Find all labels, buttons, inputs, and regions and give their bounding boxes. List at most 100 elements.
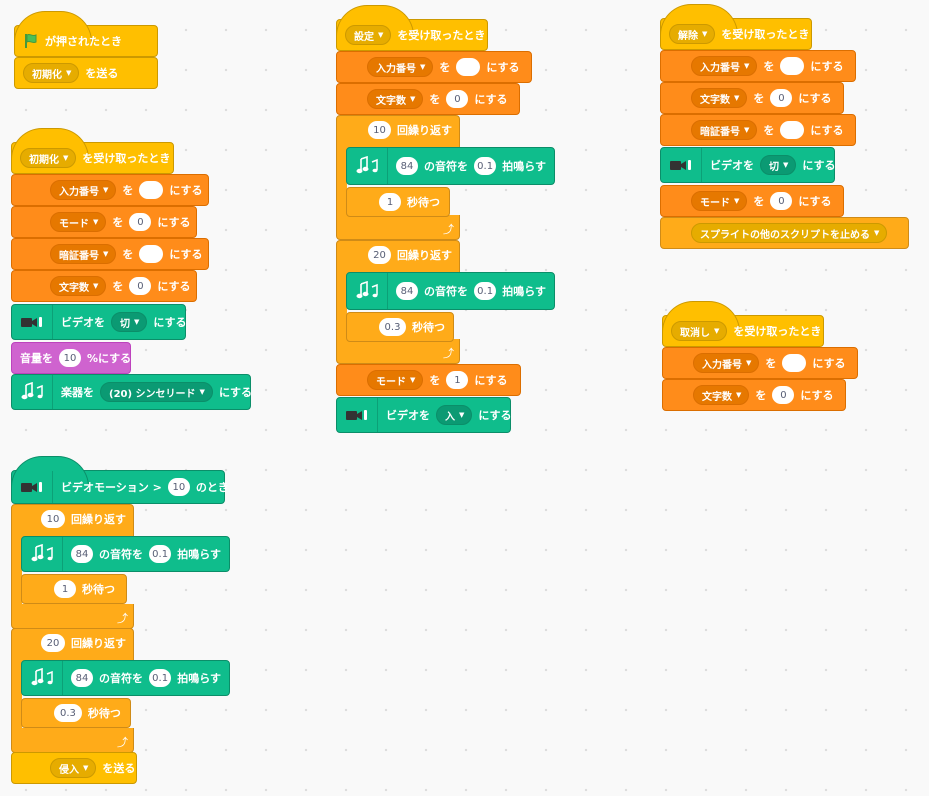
variable-dropdown[interactable]: 文字数▼	[50, 276, 107, 296]
value-input[interactable]	[780, 121, 805, 139]
wait-seconds-input[interactable]: 1	[379, 193, 401, 211]
set-variable-block[interactable]: 文字数▼ を 0 にする	[662, 379, 846, 411]
volume-input[interactable]: 10	[59, 349, 81, 367]
note-input[interactable]: 84	[71, 669, 93, 687]
turn-video-block[interactable]: ビデオを 入▼ にする	[336, 397, 512, 433]
when-flag-clicked-hat[interactable]: が押されたとき	[14, 11, 158, 57]
wait-seconds-input[interactable]: 1	[54, 580, 76, 598]
wait-seconds-input[interactable]: 0.3	[54, 704, 82, 722]
note-input[interactable]: 84	[396, 282, 418, 300]
play-note-block[interactable]: 84 の音符を 0.1 拍鳴らす	[21, 660, 230, 696]
wait-seconds-input[interactable]: 0.3	[379, 318, 406, 336]
broadcast-block[interactable]: 初期化▼ を送る	[14, 57, 158, 89]
when-receive-cancel-hat[interactable]: 取消し▼ を受け取ったとき	[662, 301, 824, 347]
set-variable-block[interactable]: 文字数▼ を 0 にする	[660, 82, 844, 114]
motion-threshold-input[interactable]: 10	[167, 478, 190, 496]
variable-dropdown[interactable]: 暗証番号▼	[691, 120, 758, 140]
value-input[interactable]	[782, 354, 807, 372]
value-input[interactable]: 0	[129, 213, 152, 231]
repeat-header[interactable]: 20 回繰り返す	[11, 628, 134, 658]
dropdown-caret-icon: ▼	[702, 30, 708, 38]
set-instrument-block[interactable]: 楽器を (20) シンセリード▼ にする	[11, 374, 252, 410]
value-input[interactable]	[139, 245, 164, 263]
value-input[interactable]	[780, 57, 805, 75]
when-receive-init-hat[interactable]: 初期化▼ を受け取ったとき	[11, 128, 174, 174]
repeat-count-input[interactable]: 10	[41, 510, 65, 528]
dropdown-caret-icon: ▼	[746, 359, 752, 367]
repeat-count-input[interactable]: 10	[368, 121, 391, 139]
repeat-header[interactable]: 10 回繰り返す	[11, 504, 134, 534]
video-state-dropdown[interactable]: 切▼	[760, 155, 797, 175]
message-dropdown[interactable]: 解除▼	[669, 24, 716, 44]
variable-dropdown[interactable]: 入力番号▼	[693, 353, 760, 373]
beats-input[interactable]: 0.1	[474, 157, 497, 175]
set-variable-block[interactable]: 入力番号▼ を にする	[336, 51, 532, 83]
wait-block[interactable]: 0.3 秒待つ	[21, 698, 131, 728]
message-dropdown[interactable]: 設定▼	[345, 25, 392, 45]
play-note-block[interactable]: 84 の音符を 0.1 拍鳴らす	[21, 536, 230, 572]
when-video-motion-hat[interactable]: ビデオモーション > 10 のとき	[11, 456, 229, 504]
variable-dropdown[interactable]: 文字数▼	[693, 385, 750, 405]
variable-dropdown[interactable]: 暗証番号▼	[50, 244, 117, 264]
value-input[interactable]: 1	[446, 371, 469, 389]
set-variable-block[interactable]: 入力番号▼ を にする	[662, 347, 858, 379]
beats-input[interactable]: 0.1	[149, 669, 172, 687]
play-note-block[interactable]: 84 の音符を 0.1 拍鳴らす	[346, 272, 555, 310]
value-input[interactable]	[456, 58, 481, 76]
variable-dropdown[interactable]: 入力番号▼	[691, 56, 758, 76]
turn-video-block[interactable]: ビデオを 切▼ にする	[660, 147, 836, 183]
message-dropdown[interactable]: 取消し▼	[671, 321, 728, 341]
set-variable-block[interactable]: 入力番号▼ を にする	[660, 50, 856, 82]
note-input[interactable]: 84	[396, 157, 418, 175]
label-to: を	[112, 216, 124, 229]
beats-input[interactable]: 0.1	[474, 282, 497, 300]
stop-option-dropdown[interactable]: スプライトの他のスクリプトを止める▼	[691, 223, 888, 243]
variable-dropdown[interactable]: 入力番号▼	[367, 57, 434, 77]
video-state-dropdown[interactable]: 切▼	[111, 312, 148, 332]
message-dropdown[interactable]: 初期化▼	[20, 148, 77, 168]
repeat-header[interactable]: 20 回繰り返す	[336, 240, 460, 270]
value-input[interactable]: 0	[770, 192, 793, 210]
beats-input[interactable]: 0.1	[149, 545, 172, 563]
when-receive-release-hat[interactable]: 解除▼ を受け取ったとき	[660, 4, 812, 50]
set-variable-block[interactable]: 入力番号▼ を にする	[11, 174, 209, 206]
wait-block[interactable]: 0.3 秒待つ	[346, 312, 454, 342]
loop-return-arrow-icon: ⤴	[117, 612, 128, 625]
variable-dropdown[interactable]: 文字数▼	[367, 89, 424, 109]
play-note-block[interactable]: 84 の音符を 0.1 拍鳴らす	[346, 147, 555, 185]
set-volume-block[interactable]: 音量を 10 %にする	[11, 342, 131, 374]
value-input[interactable]: 0	[772, 386, 795, 404]
when-receive-setting-hat[interactable]: 設定▼ を受け取ったとき	[336, 5, 488, 51]
repeat-count-input[interactable]: 20	[368, 246, 391, 264]
value-input[interactable]: 0	[129, 277, 152, 295]
set-variable-block[interactable]: 暗証番号▼ を にする	[660, 114, 856, 146]
variable-dropdown[interactable]: 文字数▼	[691, 88, 748, 108]
label-note-suffix: の音符を	[99, 672, 143, 685]
repeat-count-input[interactable]: 20	[41, 634, 65, 652]
variable-dropdown[interactable]: 入力番号▼	[50, 180, 117, 200]
set-variable-block[interactable]: モード▼ を 0 にする	[11, 206, 197, 238]
value-input[interactable]: 0	[446, 90, 469, 108]
set-variable-block[interactable]: モード▼ を 1 にする	[336, 364, 521, 396]
note-input[interactable]: 84	[71, 545, 93, 563]
wait-block[interactable]: 1 秒待つ	[346, 187, 450, 217]
video-state-dropdown[interactable]: 入▼	[436, 405, 473, 425]
broadcast-dropdown[interactable]: 侵入▼	[50, 758, 97, 778]
variable-dropdown[interactable]: モード▼	[691, 191, 748, 211]
set-variable-block[interactable]: 文字数▼ を 0 にする	[336, 83, 520, 115]
variable-dropdown[interactable]: モード▼	[50, 212, 107, 232]
broadcast-block[interactable]: 侵入▼ を送る	[11, 752, 137, 784]
set-variable-block[interactable]: モード▼ を 0 にする	[660, 185, 844, 217]
value-input[interactable]	[139, 181, 164, 199]
broadcast-dropdown[interactable]: 初期化▼	[23, 63, 80, 83]
instrument-dropdown[interactable]: (20) シンセリード▼	[100, 382, 213, 402]
label-set-suffix: にする	[478, 409, 512, 422]
turn-video-block[interactable]: ビデオを 切▼ にする	[11, 304, 187, 340]
stop-block[interactable]: スプライトの他のスクリプトを止める▼	[660, 217, 909, 249]
value-input[interactable]: 0	[770, 89, 793, 107]
repeat-header[interactable]: 10 回繰り返す	[336, 115, 460, 145]
set-variable-block[interactable]: 文字数▼ を 0 にする	[11, 270, 197, 302]
set-variable-block[interactable]: 暗証番号▼ を にする	[11, 238, 209, 270]
variable-dropdown[interactable]: モード▼	[367, 370, 424, 390]
wait-block[interactable]: 1 秒待つ	[21, 574, 127, 604]
